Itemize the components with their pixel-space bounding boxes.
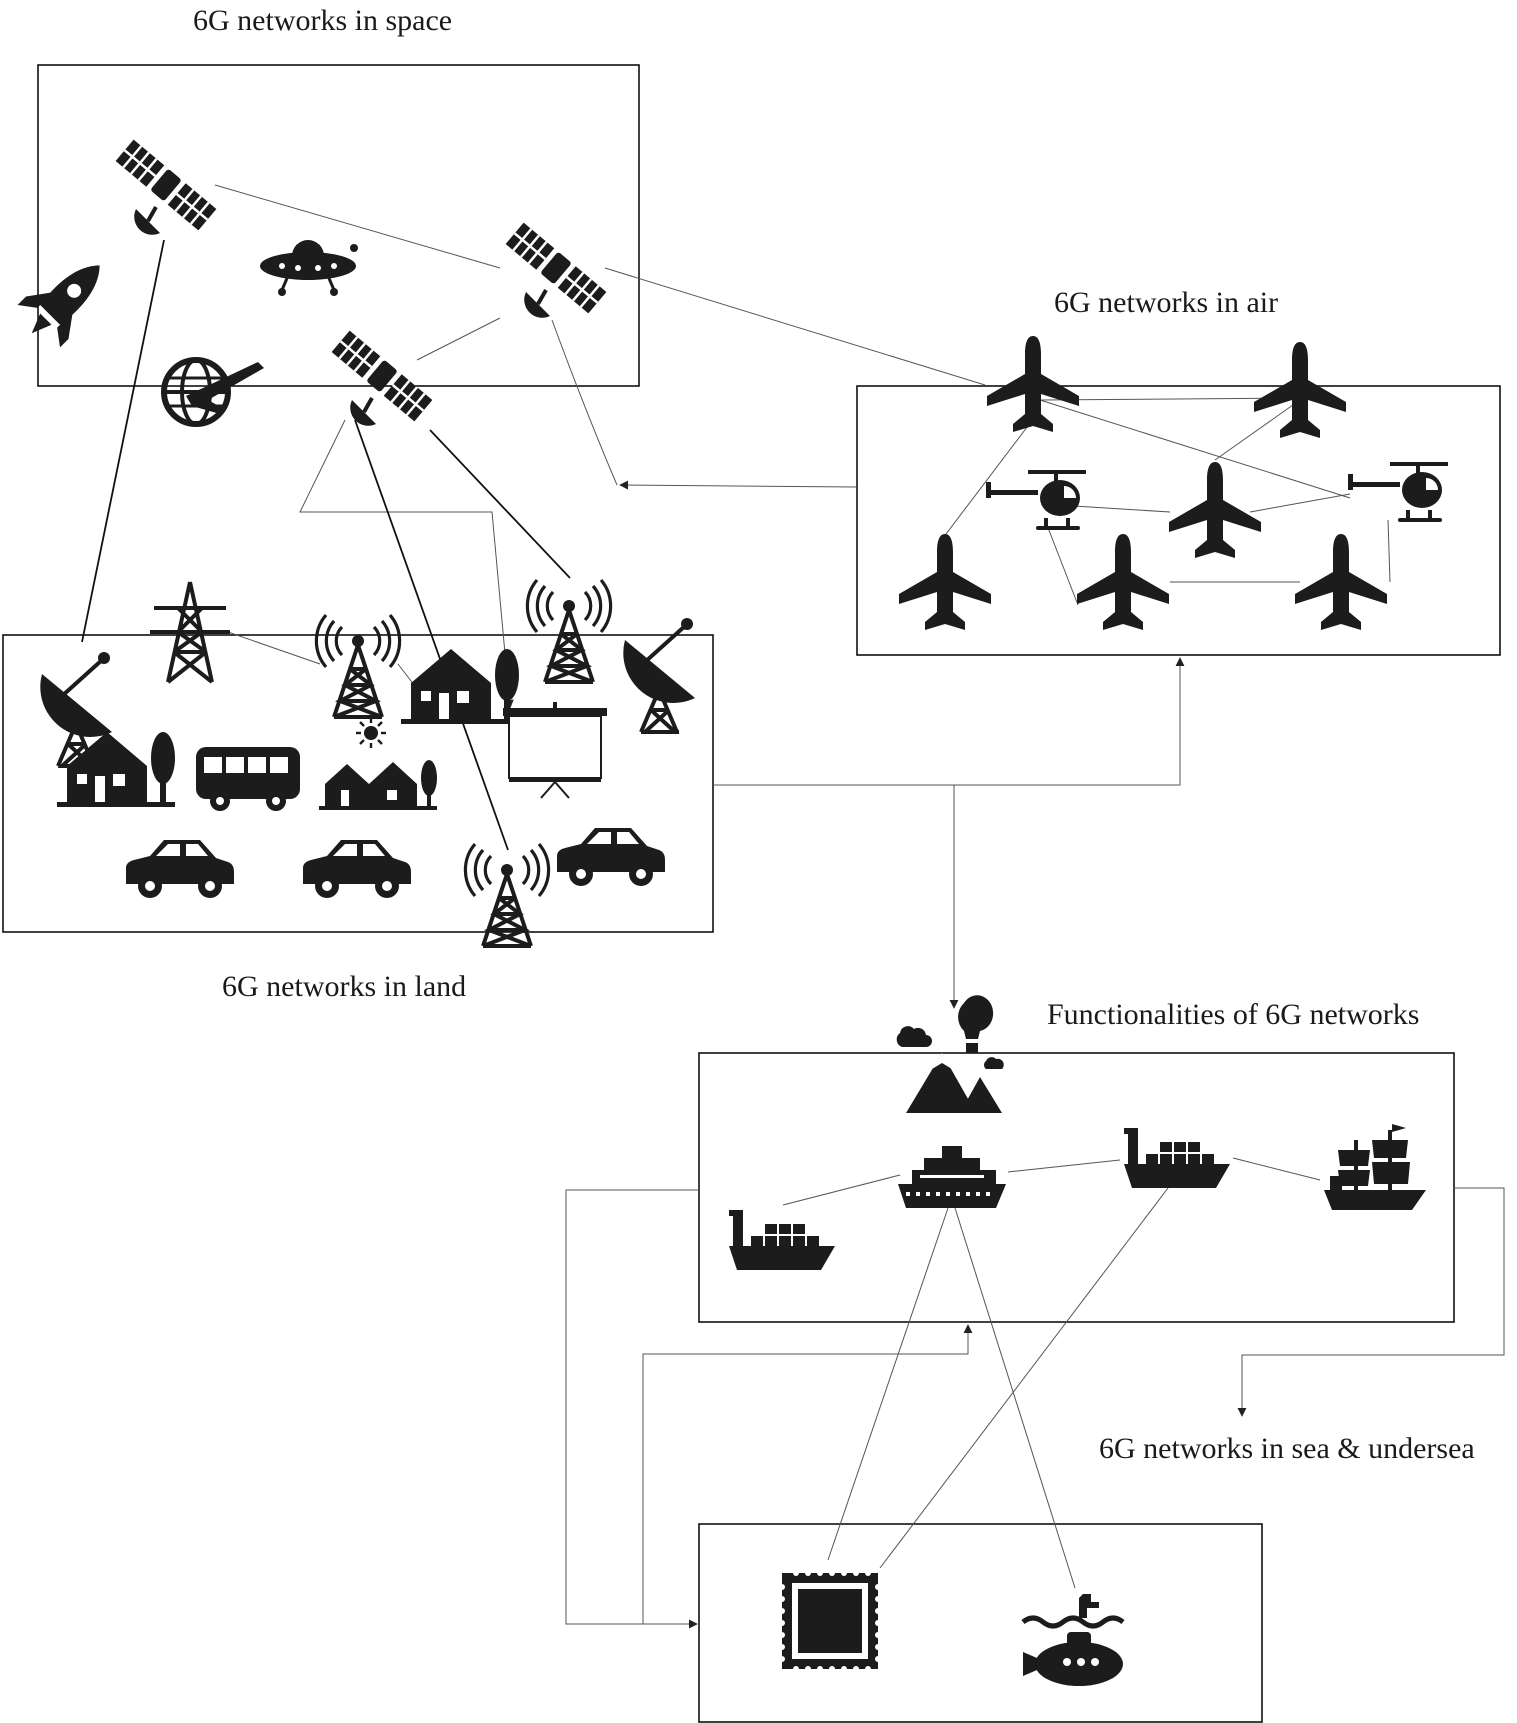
power-pylon-icon: [148, 580, 232, 684]
mountain-balloon-icon: [896, 995, 1004, 1113]
label-space: 6G networks in space: [193, 4, 452, 37]
airplane-icon: [987, 336, 1079, 432]
chip-icon: [779, 1570, 881, 1672]
container-ship-icon: [729, 1210, 835, 1270]
label-sea: 6G networks in sea & undersea: [1099, 1432, 1475, 1465]
airplane-icon: [899, 534, 991, 630]
label-functionalities: Functionalities of 6G networks: [1047, 998, 1419, 1031]
satellite-icon: [113, 137, 219, 237]
bus-icon: [196, 747, 300, 811]
air-box: [856, 385, 1501, 656]
airplane-icon: [1077, 534, 1169, 630]
connectors: [81, 184, 1505, 1629]
rocket-icon: [10, 244, 121, 355]
submarine-icon: [1023, 1594, 1123, 1686]
container-ship-icon: [1124, 1128, 1230, 1188]
antenna-tower-icon: [525, 578, 613, 684]
ufo-icon: [258, 238, 360, 298]
car-icon: [303, 840, 411, 898]
projection-screen-icon: [502, 701, 608, 799]
helicopter-icon: [986, 470, 1086, 530]
label-air: 6G networks in air: [1054, 286, 1278, 319]
antenna-tower-icon: [463, 842, 551, 948]
car-icon: [557, 828, 665, 886]
cruise-ship-icon: [898, 1146, 1006, 1208]
sea-box: [698, 1523, 1263, 1723]
airplane-icon: [1295, 534, 1387, 630]
satellite-icon: [329, 328, 435, 428]
car-icon: [126, 840, 234, 898]
satellite-icon: [503, 220, 609, 320]
sun-icon: [354, 716, 388, 750]
airplane-icon: [1254, 342, 1346, 438]
airplane-icon: [1169, 462, 1261, 558]
label-land: 6G networks in land: [222, 970, 466, 1003]
antenna-tower-icon: [314, 613, 402, 719]
house-icon: [401, 649, 519, 724]
globe-plane-icon: [164, 360, 264, 424]
village-icon: [319, 760, 437, 810]
sailing-ship-icon: [1324, 1124, 1426, 1210]
space-box: [37, 64, 640, 387]
helicopter-icon: [1348, 462, 1448, 522]
